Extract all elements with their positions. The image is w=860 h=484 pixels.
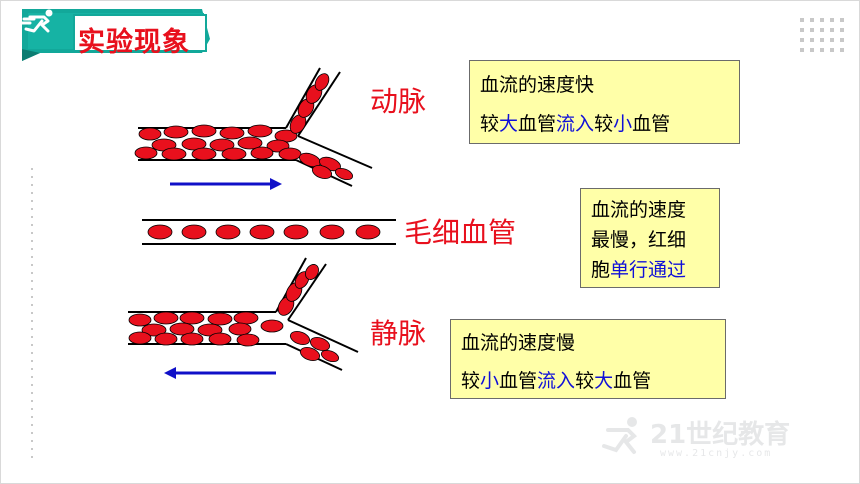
dot-grid-decoration — [800, 18, 844, 52]
artery-note-line1: 血流的速度快 — [480, 74, 595, 96]
vein-note: 血流的速度慢 较小血管流入较大血管 — [450, 319, 726, 399]
artery-flow-arrow — [170, 178, 282, 190]
capillary-note-line3: 胞单行通过 — [591, 255, 686, 282]
title-banner: 实验现象 — [22, 9, 210, 61]
vein-note-seg: 血管 — [499, 370, 538, 392]
capillary-note-seg: 单行通过 — [610, 259, 687, 281]
watermark-text: 21世纪教育 — [650, 420, 791, 450]
artery-note-seg: 小 — [613, 113, 633, 135]
artery-note-seg: 大 — [499, 113, 519, 135]
capillary-note-seg: 胞 — [591, 259, 611, 281]
vein-vessel — [128, 257, 359, 371]
artery-vessel — [134, 67, 373, 187]
vein-flow-arrow — [164, 367, 276, 379]
artery-note-line2: 较大血管流入较小血管 — [480, 109, 670, 136]
artery-note-seg: 较 — [480, 113, 500, 135]
capillary-vessel — [142, 219, 396, 245]
artery-note-seg: 血管 — [518, 113, 557, 135]
dotted-side-line — [31, 168, 33, 458]
artery-note-seg: 较 — [594, 113, 614, 135]
runner-icon — [22, 9, 53, 33]
vein-note-seg: 较 — [575, 370, 595, 392]
vein-note-seg: 血管 — [613, 370, 652, 392]
capillary-note: 血流的速度 最慢，红细 胞单行通过 — [580, 188, 720, 288]
watermark-runner-icon — [602, 417, 638, 454]
capillary-note-line2: 最慢，红细 — [591, 229, 687, 251]
capillary-label: 毛细血管 — [404, 216, 517, 249]
vein-note-seg: 较 — [461, 370, 481, 392]
artery-note-seg: 血管 — [632, 113, 671, 135]
vein-note-seg: 流入 — [537, 370, 576, 392]
artery-note-seg: 流入 — [556, 113, 595, 135]
watermark: 21世纪教育 www.21cnjy.com — [600, 412, 820, 472]
artery-label: 动脉 — [370, 85, 427, 118]
watermark-url: www.21cnjy.com — [660, 448, 773, 459]
artery-note: 血流的速度快 较大血管流入较小血管 — [469, 60, 740, 144]
vein-note-seg: 小 — [480, 370, 500, 392]
capillary-note-line1: 血流的速度 — [591, 199, 687, 221]
vein-note-line2: 较小血管流入较大血管 — [461, 366, 651, 393]
banner-shape — [22, 9, 210, 61]
slide-title: 实验现象 — [78, 27, 190, 58]
vein-note-seg: 大 — [594, 370, 614, 392]
vein-note-line1: 血流的速度慢 — [461, 332, 576, 354]
vein-label: 静脉 — [370, 317, 427, 350]
